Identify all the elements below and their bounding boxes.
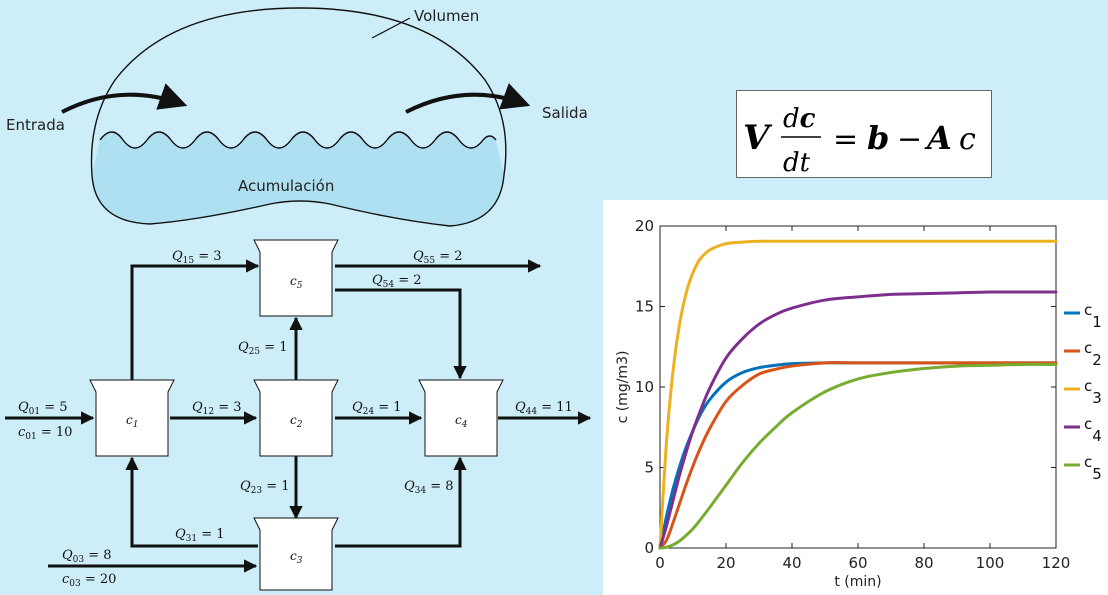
legend-label-c4: c4 <box>1084 415 1102 445</box>
mass-balance-diagram: Volumen Entrada Salida Acumulación <box>6 7 588 227</box>
volume-outline <box>90 7 507 227</box>
legend-label-c3: c3 <box>1084 377 1102 407</box>
flow-label-q55: Q55 = 2 <box>413 249 463 266</box>
reactor-c5 <box>253 239 339 317</box>
reactor-label-c4: c4 <box>455 413 468 430</box>
svg-text:−: − <box>897 122 922 157</box>
chart-legend: c1 c2 c3 c4 c5 <box>1064 301 1102 483</box>
reactor-label-c3: c3 <box>290 549 303 566</box>
x-tick-label: 20 <box>716 554 735 572</box>
inlet-arrow <box>61 83 188 114</box>
reactor-label-c1: c1 <box>126 413 138 430</box>
y-tick-label: 0 <box>644 539 654 557</box>
legend-label-c5: c5 <box>1084 453 1102 483</box>
series-line-c1 <box>658 361 1058 550</box>
x-tick-label: 40 <box>782 554 801 572</box>
flow-line-q34 <box>335 456 467 548</box>
flow-label-q44: Q44 = 11 <box>515 400 573 417</box>
y-tick-label: 10 <box>635 378 654 396</box>
reactor-label-c5: c5 <box>290 274 303 291</box>
reactor-c1 <box>89 379 175 457</box>
x-tick-label: 80 <box>914 554 933 572</box>
flow-label-q23: Q23 = 1 <box>240 479 290 496</box>
svg-text:=: = <box>833 122 858 157</box>
x-axis-label: t (min) <box>834 574 881 590</box>
x-tick-label: 60 <box>848 554 867 572</box>
volume-leader-line <box>371 17 411 39</box>
legend-label-c2: c2 <box>1084 339 1102 369</box>
series-line-c4 <box>658 290 1058 550</box>
outlet-label: Salida <box>542 104 588 122</box>
flow-label-q31: Q31 = 1 <box>175 527 225 544</box>
flow-label-c01: c01 = 10 <box>18 425 72 442</box>
x-tick-label: 120 <box>1042 554 1071 572</box>
equation-formula: V dc dt = b − A c <box>743 104 976 178</box>
flow-line-q31 <box>125 456 258 548</box>
y-tick-label: 5 <box>644 459 654 477</box>
chart-lines <box>658 239 1058 550</box>
y-tick-label: 20 <box>635 217 654 235</box>
svg-text:dc: dc <box>783 104 816 134</box>
flow-label-q01: Q01 = 5 <box>18 400 68 417</box>
flow-label-c03: c03 = 20 <box>62 572 116 589</box>
outlet-arrow <box>405 83 531 114</box>
reactor-c4 <box>418 379 504 457</box>
flow-label-q54: Q54 = 2 <box>372 273 422 290</box>
reactor-label-c2: c2 <box>290 413 303 430</box>
reactor-network-diagram: c1 c2 c3 c4 c5 Q15 = 3 Q55 = 2 Q54 = 2 Q… <box>5 239 592 591</box>
flow-label-q25: Q25 = 1 <box>238 340 288 357</box>
water-surface <box>99 131 497 149</box>
y-tick-label: 15 <box>635 298 654 316</box>
inlet-label: Entrada <box>6 116 65 134</box>
flow-label-q15: Q15 = 3 <box>172 249 222 266</box>
flow-line-q54 <box>335 288 467 380</box>
svg-text:V: V <box>743 118 773 158</box>
y-axis-label: c (mg/m3) <box>615 351 631 424</box>
flow-label-q34: Q34 = 8 <box>404 479 454 496</box>
x-tick-label: 100 <box>976 554 1005 572</box>
reactor-c3 <box>253 517 339 591</box>
svg-text:b: b <box>867 119 889 157</box>
equation-box: V dc dt = b − A c <box>736 90 992 178</box>
series-line-c2 <box>658 361 1058 550</box>
flow-line-q15 <box>130 259 260 380</box>
flow-label-q24: Q24 = 1 <box>352 400 402 417</box>
volume-label: Volumen <box>414 7 479 25</box>
flow-label-q12: Q12 = 3 <box>192 400 242 417</box>
svg-text:dt: dt <box>783 148 811 178</box>
reactor-c2 <box>253 379 339 457</box>
series-line-c3 <box>658 239 1058 550</box>
accumulation-label: Acumulación <box>238 177 334 195</box>
legend-label-c1: c1 <box>1084 301 1102 331</box>
chart-axes: 0 20 40 60 80 100 120 0 5 10 15 20 t (min) c (mg/m3) <box>615 217 1070 590</box>
chart-background <box>603 200 1108 595</box>
accumulation-water <box>92 132 504 226</box>
flow-label-q03: Q03 = 8 <box>62 548 112 565</box>
svg-text:A: A <box>924 119 952 157</box>
series-line-c5 <box>658 362 1058 550</box>
svg-text:c: c <box>959 122 976 157</box>
x-tick-label: 0 <box>655 554 665 572</box>
